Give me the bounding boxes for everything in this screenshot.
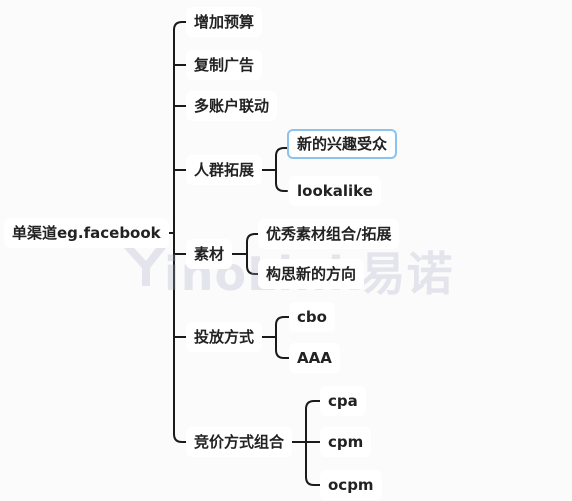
branch-label: 投放方式 [194, 328, 255, 346]
child-label: ocpm [328, 476, 374, 494]
child-node-new-direction[interactable]: 构思新的方向 [258, 259, 365, 289]
branch-label: 复制广告 [194, 56, 255, 74]
child-label: 构思新的方向 [266, 265, 357, 283]
branch-node-copy-ad[interactable]: 复制广告 [186, 50, 263, 80]
child-connector [275, 349, 290, 359]
child-label: 新的兴趣受众 [297, 135, 388, 153]
branch-node-multi-account[interactable]: 多账户联动 [186, 91, 278, 121]
branch-label: 多账户联动 [194, 97, 270, 115]
child-connector [275, 182, 288, 192]
child-node-cpm[interactable]: cpm [320, 427, 372, 457]
branch-connector [173, 433, 187, 443]
child-label: cbo [297, 308, 327, 326]
root-node[interactable]: 单渠道eg.facebook [4, 218, 169, 248]
branch-node-bidding-combo[interactable]: 竞价方式组合 [186, 427, 293, 457]
branch-label: 竞价方式组合 [194, 433, 285, 451]
child-connector [305, 400, 321, 410]
child-label: cpm [328, 433, 364, 451]
branch-label: 增加预算 [194, 13, 255, 31]
child-node-cbo[interactable]: cbo [289, 302, 335, 332]
child-node-ocpm[interactable]: ocpm [320, 470, 382, 500]
branch-label: 素材 [194, 245, 225, 263]
child-label: cpa [328, 392, 358, 410]
child-node-top-creative-combo[interactable]: 优秀素材组合/拓展 [258, 219, 400, 249]
child-node-new-interest-audience[interactable]: 新的兴趣受众 [287, 129, 398, 159]
child-label: lookalike [297, 182, 373, 200]
child-node-lookalike[interactable]: lookalike [289, 176, 381, 206]
branch-node-creative[interactable]: 素材 [186, 239, 233, 269]
child-label: 优秀素材组合/拓展 [266, 225, 392, 243]
child-node-aaa[interactable]: AAA [289, 343, 340, 373]
branch-node-delivery-method[interactable]: 投放方式 [186, 322, 263, 352]
child-connector [275, 316, 290, 326]
child-connector [305, 476, 321, 486]
branch-label: 人群拓展 [194, 161, 255, 179]
child-connector [246, 233, 259, 243]
root-node-label: 单渠道eg.facebook [12, 224, 161, 242]
branch-connector [173, 21, 187, 31]
child-connector [275, 147, 288, 157]
branch-node-increase-budget[interactable]: 增加预算 [186, 7, 263, 37]
branch-node-audience-expansion[interactable]: 人群拓展 [186, 155, 263, 185]
child-connector [246, 265, 259, 275]
child-label: AAA [297, 349, 332, 367]
child-node-cpa[interactable]: cpa [320, 386, 366, 416]
